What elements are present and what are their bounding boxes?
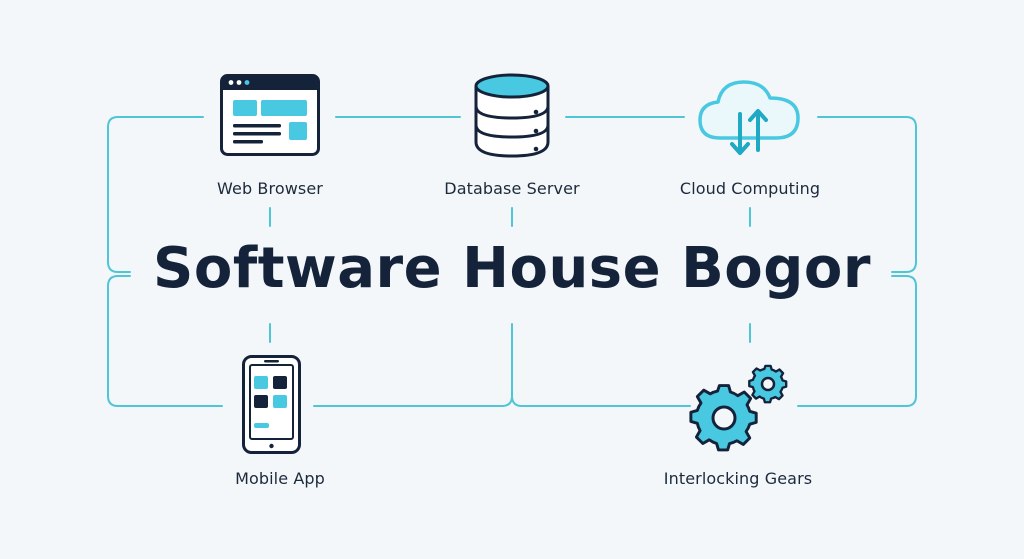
browser-window-icon	[220, 74, 320, 156]
connector-left-top	[107, 116, 204, 273]
gears-icon	[689, 364, 788, 452]
connector-left-bottom	[107, 275, 223, 407]
node-label-web-browser: Web Browser	[217, 179, 323, 198]
node-label-database-server: Database Server	[444, 179, 580, 198]
node-label-interlocking-gears: Interlocking Gears	[663, 469, 813, 488]
connector-right-bottom	[797, 275, 917, 407]
connector-center-right	[511, 395, 691, 407]
connector-right-top	[817, 116, 917, 273]
cloud-sync-icon	[698, 80, 800, 155]
node-label-cloud-computing: Cloud Computing	[679, 179, 821, 198]
node-label-mobile-app: Mobile App	[235, 469, 325, 488]
connector-center-down	[313, 323, 513, 407]
smartphone-icon	[242, 355, 301, 454]
database-icon	[474, 73, 550, 158]
diagram-title: Software House Bogor	[153, 236, 871, 301]
